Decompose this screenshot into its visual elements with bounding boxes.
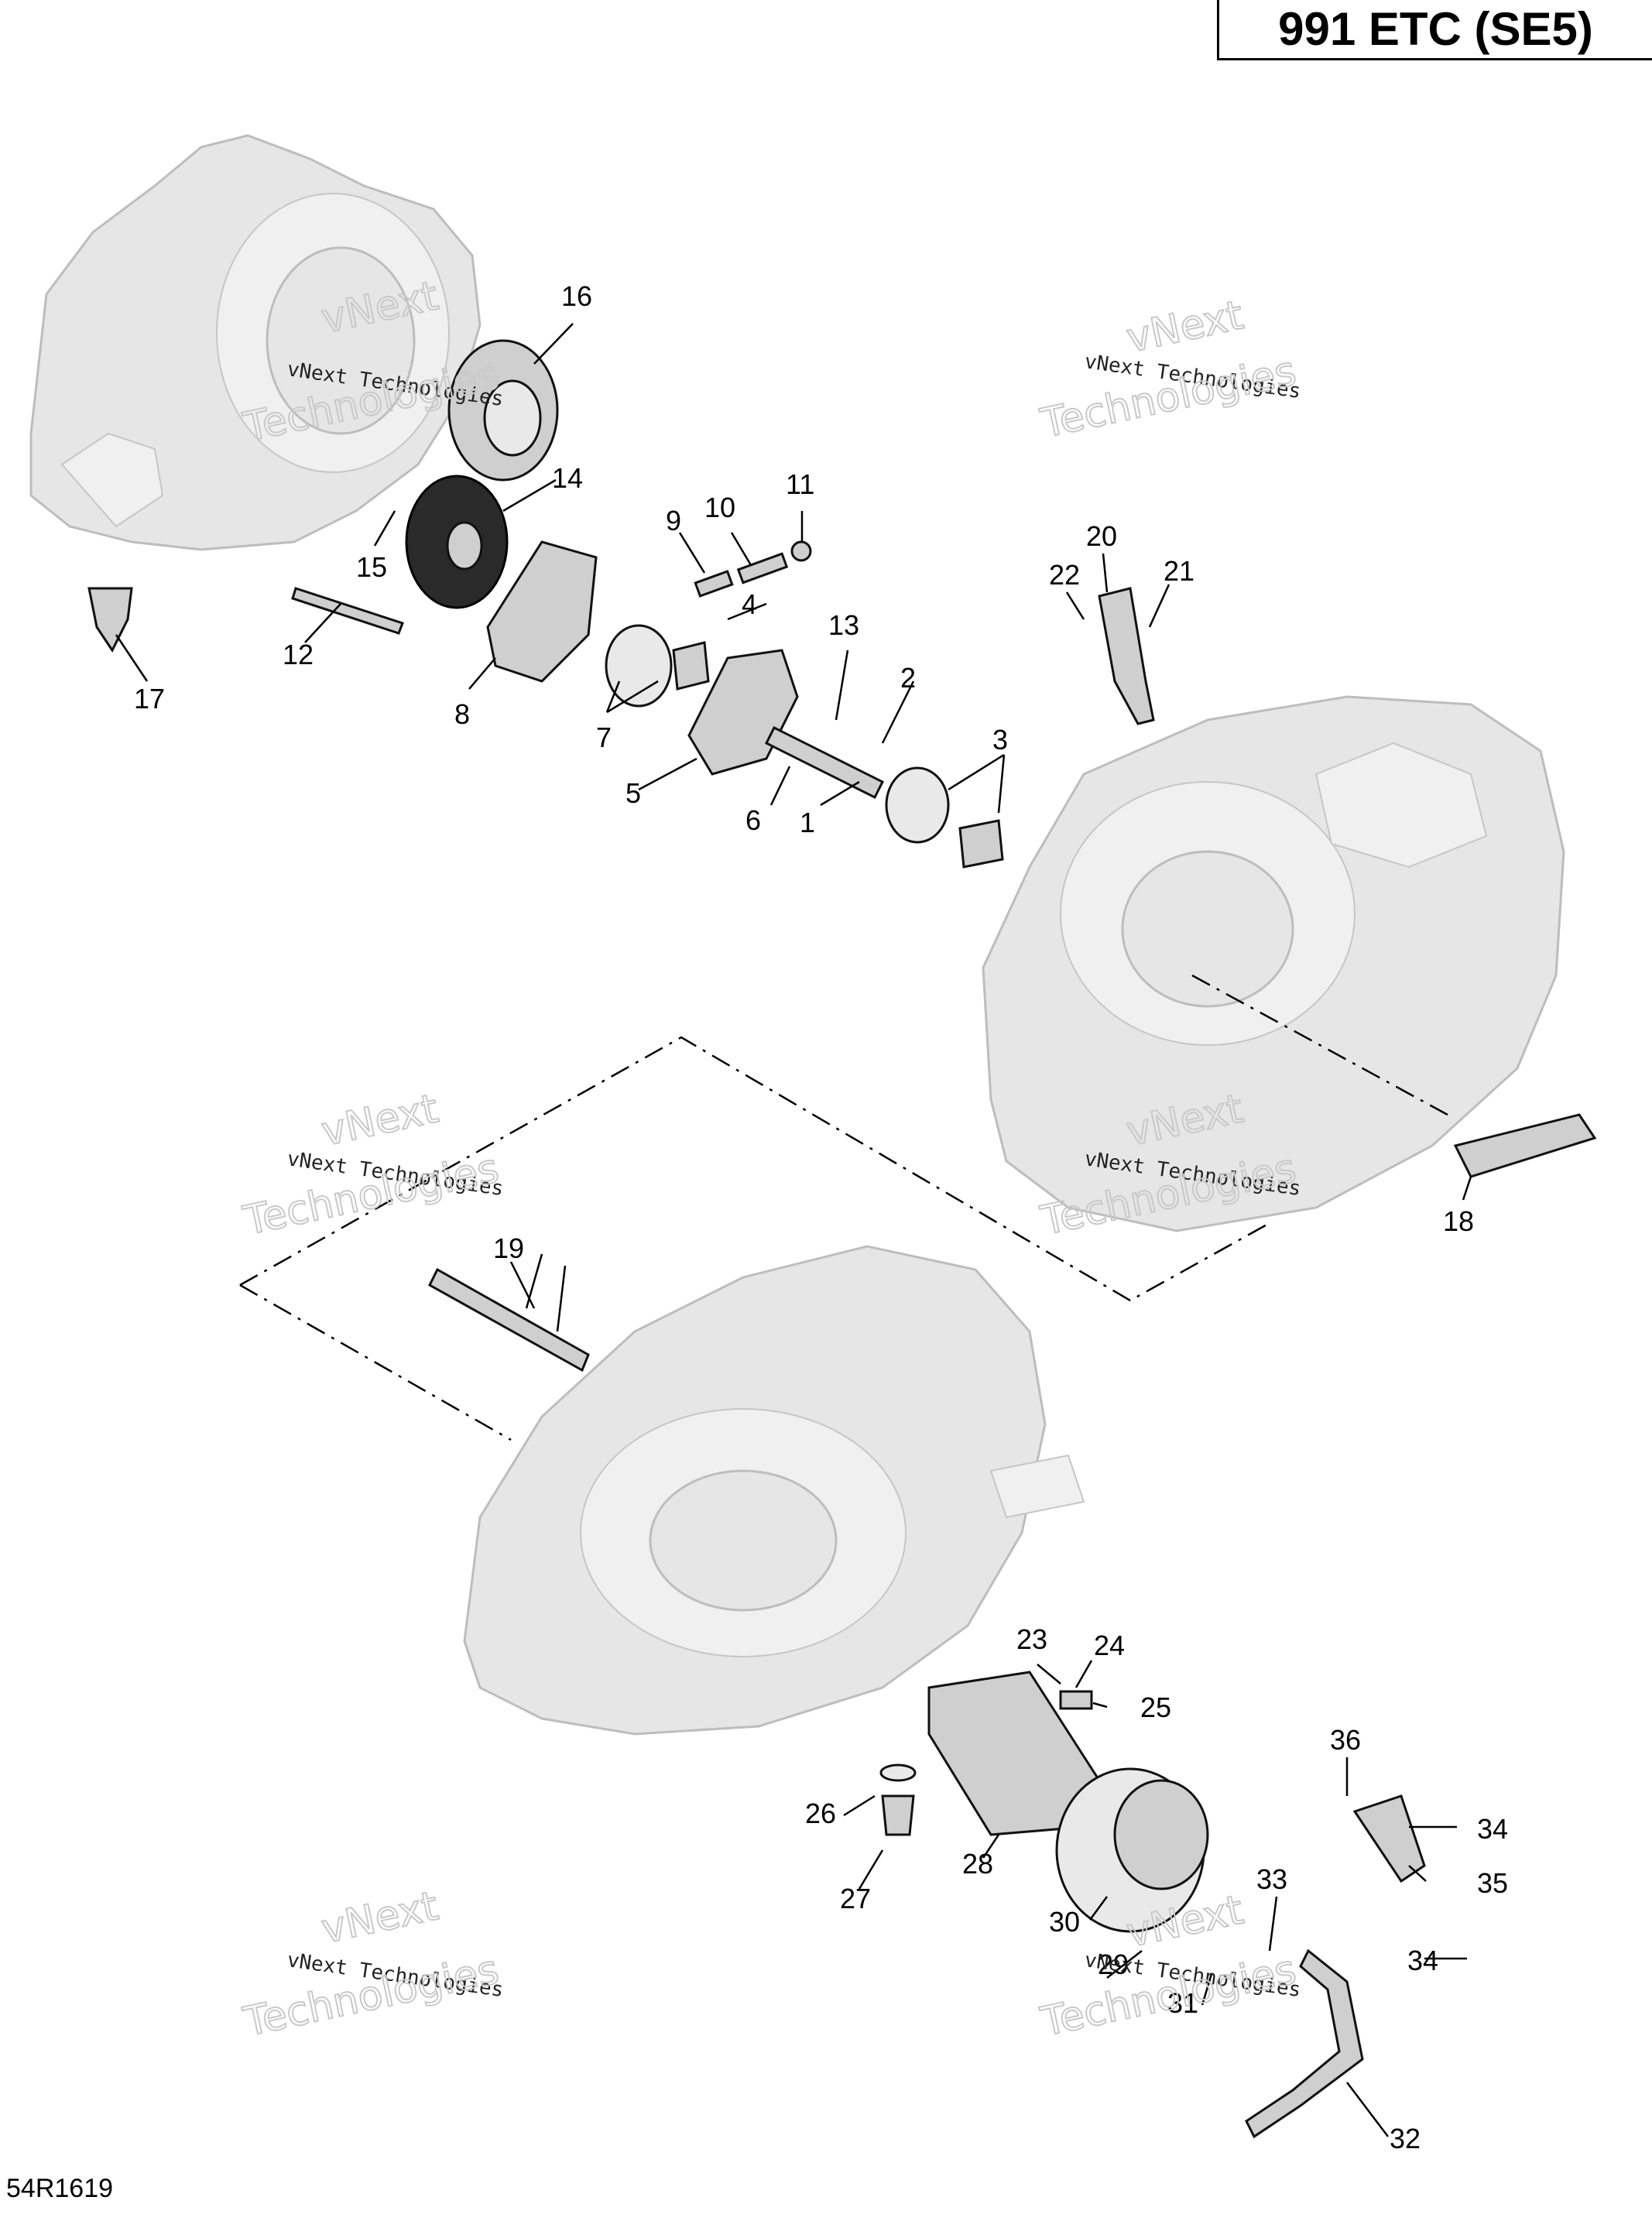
callout-18: 18 — [1443, 1205, 1474, 1237]
part-16-gear — [447, 339, 559, 482]
ghost-crankcase-right — [982, 695, 1565, 1232]
callout-34-a: 34 — [1477, 1813, 1508, 1845]
callout-21: 21 — [1164, 555, 1194, 587]
part-9-10-11-spring-parts — [694, 540, 812, 598]
callout-24: 24 — [1094, 1630, 1125, 1661]
part-25-bolt — [1059, 1690, 1093, 1710]
part-1-shaft — [764, 725, 885, 800]
leader-lines — [115, 323, 1472, 2137]
diagram-title: 991 ETC (SE5) — [1217, 0, 1652, 60]
part-3-rotor — [885, 766, 1004, 869]
callout-22: 22 — [1049, 559, 1080, 591]
callout-27: 27 — [840, 1883, 871, 1914]
callout-1: 1 — [800, 807, 815, 838]
callout-16: 16 — [561, 280, 592, 312]
callout-17: 17 — [134, 683, 165, 715]
callout-4: 4 — [742, 588, 757, 620]
part-7-rotor — [605, 624, 710, 708]
callout-10: 10 — [704, 492, 735, 523]
callout-26: 26 — [805, 1798, 836, 1829]
callout-2: 2 — [900, 662, 916, 694]
callout-15: 15 — [356, 551, 387, 583]
watermark-top-right: vNext vNext Technologies Technologies — [1036, 291, 1302, 447]
callout-32: 32 — [1390, 2123, 1421, 2154]
ghost-housing-top-left — [29, 134, 482, 551]
part-35-fitting — [1352, 1794, 1426, 1883]
callout-28: 28 — [962, 1848, 993, 1880]
part-18-screen — [1453, 1113, 1597, 1178]
watermark-middle-left: vNext vNext Technologies Technologies — [238, 1085, 505, 1245]
callout-12: 12 — [283, 639, 314, 670]
callout-5: 5 — [625, 777, 641, 809]
callout-9: 9 — [666, 505, 681, 536]
drawing-number: 54R1619 — [6, 2174, 114, 2203]
callout-31: 31 — [1167, 1987, 1198, 2019]
watermark-big-2: vNext — [1122, 292, 1247, 362]
assembly-axis-line — [1191, 974, 1448, 1116]
callout-20: 20 — [1086, 520, 1117, 552]
callout-13: 13 — [828, 609, 859, 641]
part-32-hose — [1245, 1948, 1364, 2139]
callout-14: 14 — [552, 462, 583, 494]
callout-29: 29 — [1098, 1948, 1129, 1980]
callout-35: 35 — [1477, 1867, 1508, 1899]
watermark-bottom-left: vNext vNext Technologies Technologies — [238, 1882, 505, 2046]
callout-labels: 1 2 3 4 5 6 7 8 9 10 11 12 13 14 15 16 1… — [134, 280, 1508, 2154]
callout-19: 19 — [493, 1232, 524, 1264]
part-12-bolt — [291, 587, 404, 635]
part-8-pump-cover — [486, 540, 598, 683]
part-17-sensor — [87, 587, 133, 653]
callout-36: 36 — [1330, 1724, 1361, 1756]
part-30-filter-cover — [1055, 1767, 1209, 1933]
callout-33: 33 — [1256, 1863, 1287, 1895]
callout-34-b: 34 — [1407, 1945, 1438, 1976]
callout-7: 7 — [596, 721, 612, 753]
callout-11: 11 — [786, 468, 814, 500]
assembly-outline — [239, 1036, 1270, 1441]
callout-3: 3 — [992, 724, 1008, 756]
callout-25: 25 — [1140, 1691, 1171, 1723]
callout-30: 30 — [1049, 1906, 1080, 1938]
watermark-big-3: vNext — [317, 1085, 442, 1155]
watermark-big-5: vNext — [317, 1883, 442, 1952]
part-14-gear — [405, 475, 509, 609]
part-27-drain-plug — [879, 1763, 917, 1836]
ghost-crankcase-bottom — [463, 1245, 1085, 1736]
callout-23: 23 — [1016, 1623, 1047, 1655]
part-19-tube — [428, 1253, 590, 1373]
part-20-bracket — [1098, 587, 1155, 725]
callout-6: 6 — [745, 804, 761, 836]
callout-8: 8 — [454, 698, 470, 730]
